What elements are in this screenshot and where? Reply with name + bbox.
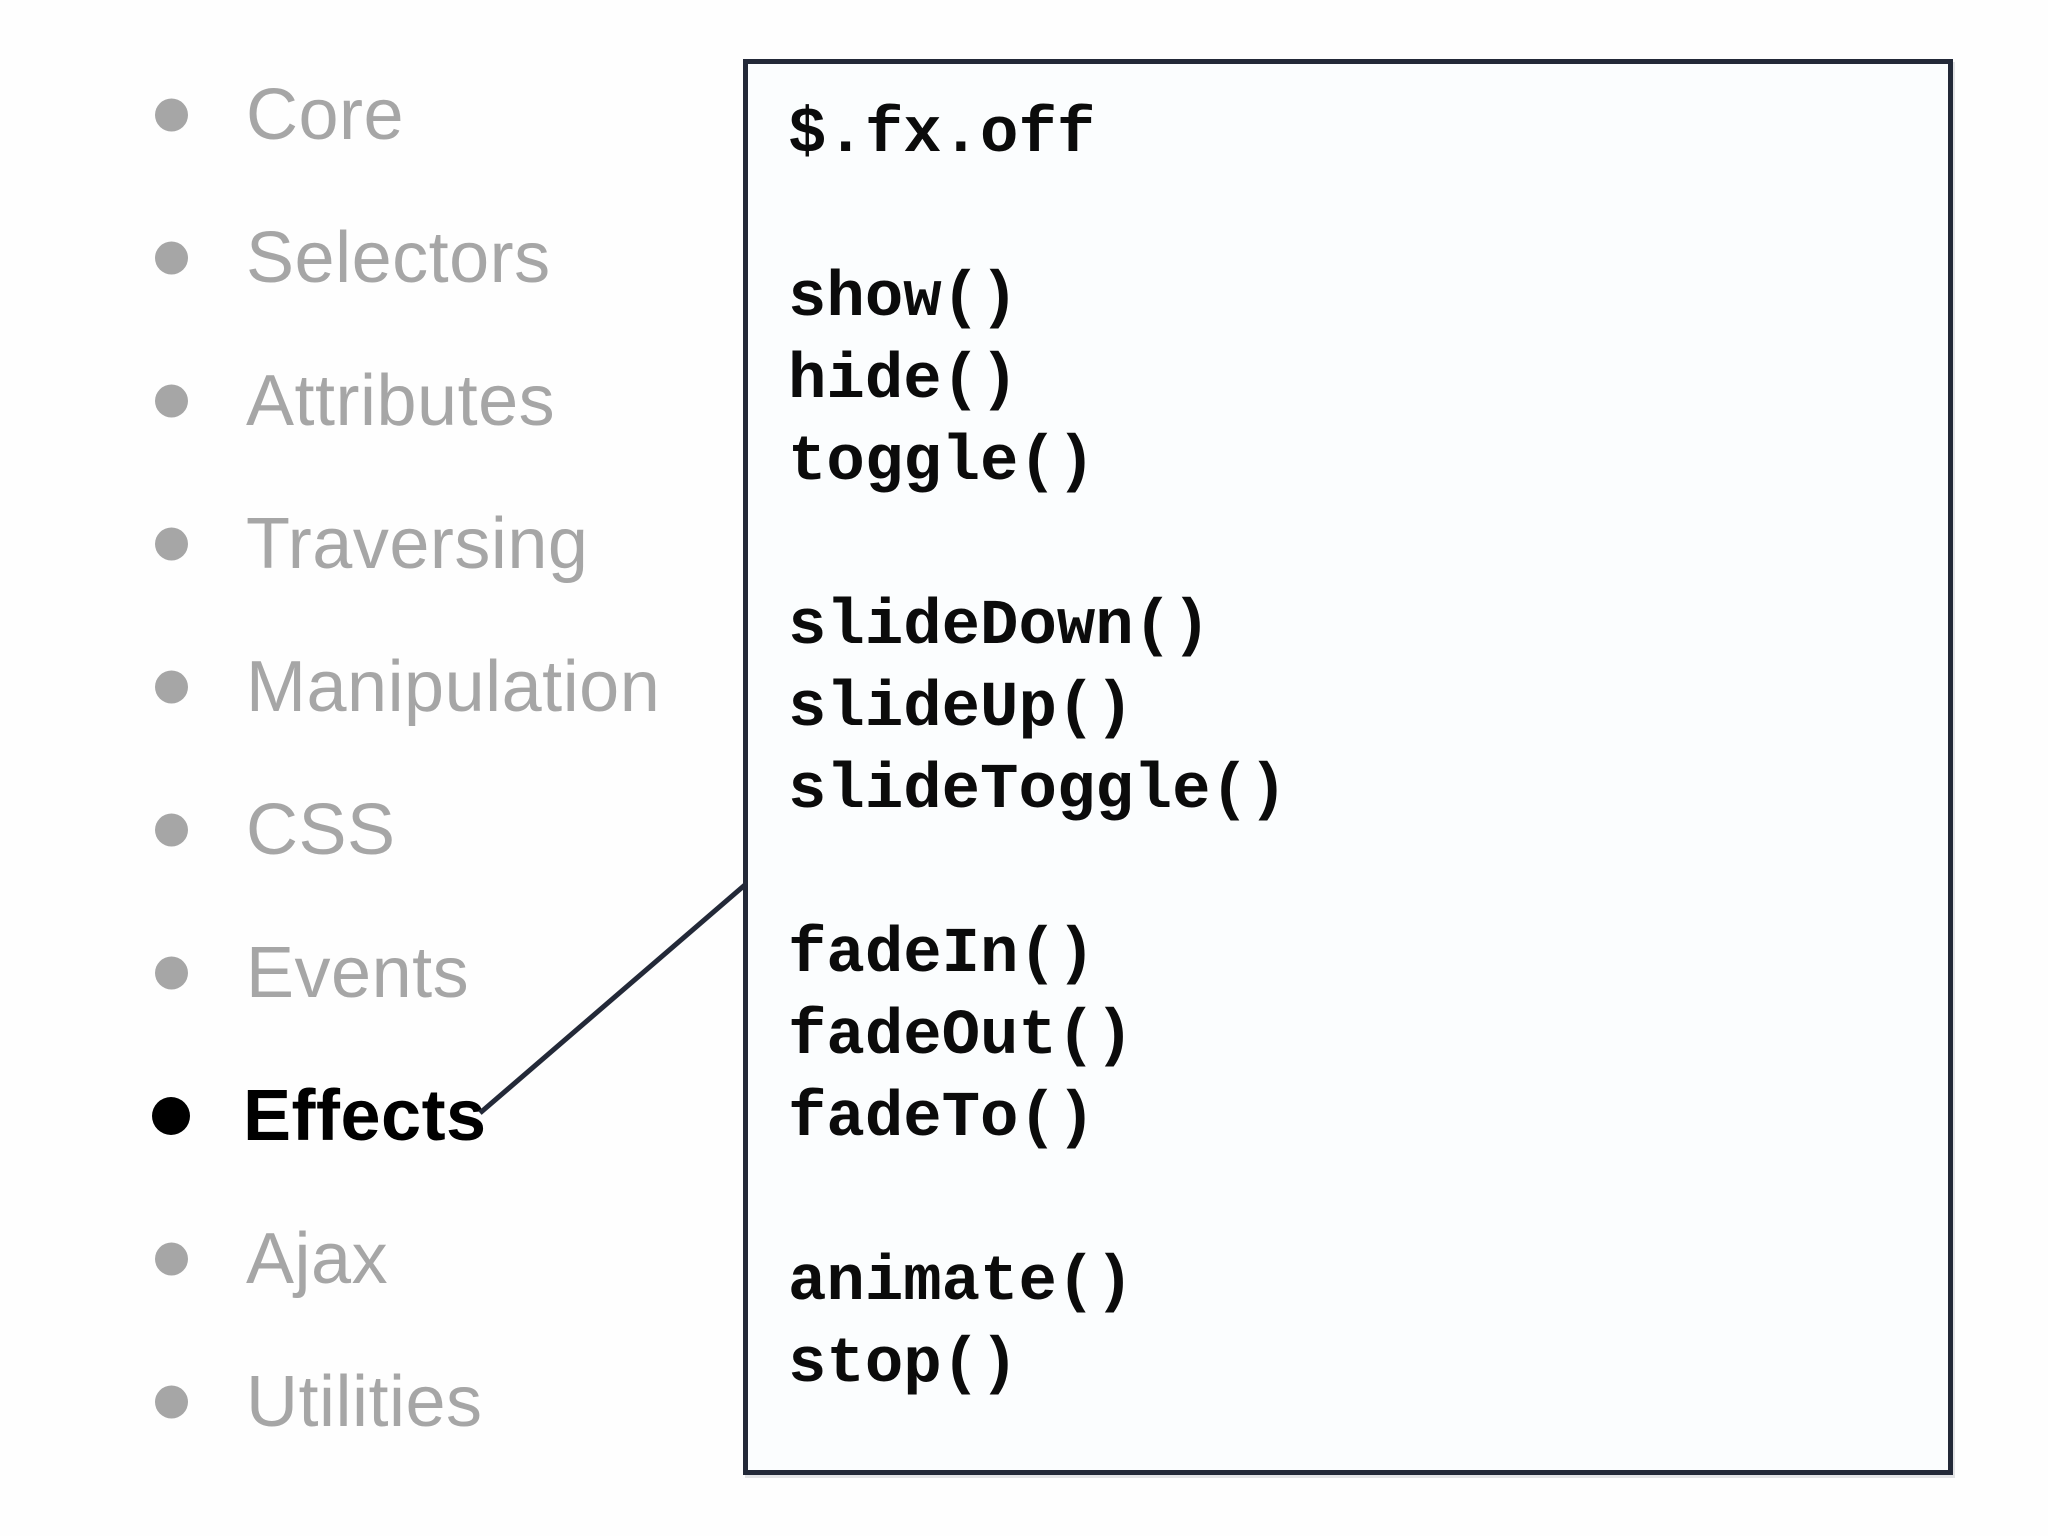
topic-label: CSS: [246, 790, 396, 870]
topic-item-selectors: Selectors: [0, 203, 740, 313]
topic-item-ajax: Ajax: [0, 1204, 740, 1314]
topic-label: Manipulation: [246, 647, 661, 727]
topic-item-utilities: Utilities: [0, 1347, 740, 1457]
topic-label: Effects: [243, 1076, 487, 1156]
code-line: animate(): [788, 1247, 1134, 1319]
topic-item-css: CSS: [0, 775, 740, 885]
topic-item-traversing: Traversing: [0, 489, 740, 599]
bullet-icon: [155, 670, 188, 704]
topic-item-events: Events: [0, 918, 740, 1028]
effects-code-panel: $.fx.off show() hide() toggle() slideDown() s…: [743, 59, 1953, 1475]
topic-label: Attributes: [246, 361, 556, 441]
code-line: fadeIn(): [788, 919, 1096, 991]
code-line: fadeTo(): [788, 1083, 1096, 1155]
code-line: hide(): [788, 345, 1019, 417]
code-line: $.fx.off: [788, 99, 1096, 171]
code-line-blank: [788, 832, 1938, 914]
code-line-blank: [788, 504, 1938, 586]
topic-label: Ajax: [246, 1219, 389, 1299]
bullet-icon: [155, 384, 188, 418]
code-line: fadeOut(): [788, 1001, 1134, 1073]
bullet-icon: [155, 98, 188, 132]
code-line-blank: [788, 1160, 1938, 1242]
topic-label: Utilities: [246, 1362, 483, 1442]
topic-item-manipulation: Manipulation: [0, 632, 740, 742]
topic-item-effects: Effects: [0, 1061, 740, 1171]
code-line: toggle(): [788, 427, 1096, 499]
bullet-icon: [155, 1385, 188, 1419]
code-line: slideToggle(): [788, 755, 1288, 827]
code-line: show(): [788, 263, 1019, 335]
code-line: slideDown(): [788, 591, 1211, 663]
topic-label: Events: [246, 933, 470, 1013]
bullet-icon: [155, 956, 188, 990]
topic-label: Selectors: [246, 218, 551, 298]
bullet-icon: [155, 527, 188, 561]
code-line: stop(): [788, 1329, 1019, 1401]
code-line-blank: [788, 176, 1938, 258]
code-line: slideUp(): [788, 673, 1134, 745]
bullet-icon: [155, 813, 188, 847]
bullet-icon: [155, 241, 188, 275]
topic-label: Core: [246, 75, 405, 155]
topic-item-core: Core: [0, 60, 740, 170]
bullet-icon: [152, 1097, 190, 1135]
code-lines: $.fx.off show() hide() toggle() slideDown() s…: [788, 94, 1938, 1406]
topic-item-attributes: Attributes: [0, 346, 740, 456]
topic-label: Traversing: [246, 504, 589, 584]
bullet-icon: [155, 1242, 188, 1276]
